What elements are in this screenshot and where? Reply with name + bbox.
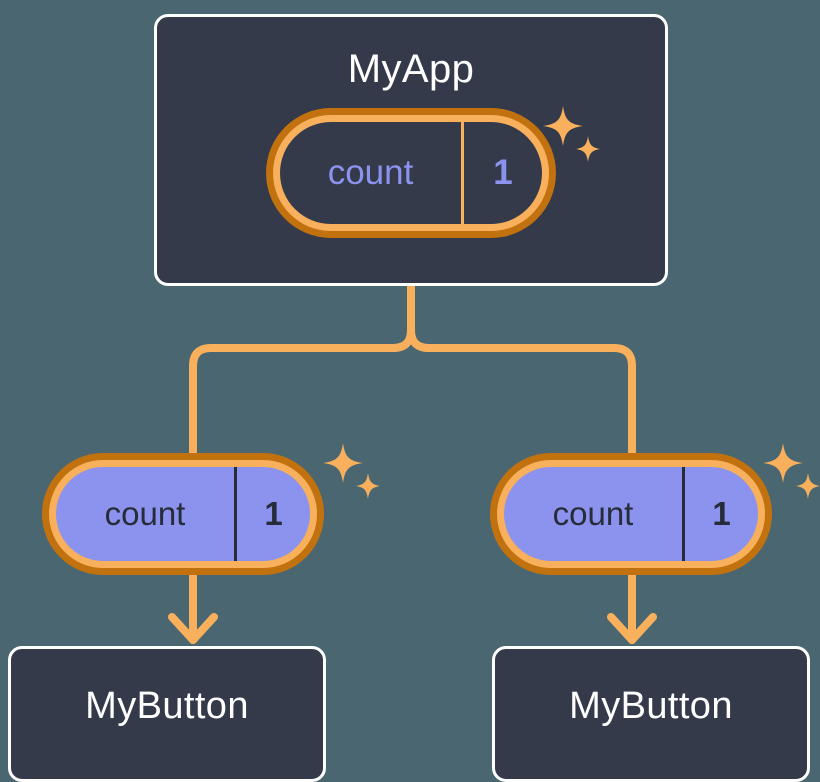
component-title-myapp: MyApp bbox=[347, 47, 475, 91]
arrow-head-left-icon bbox=[168, 613, 218, 644]
sparkle-four-point-small-icon bbox=[356, 473, 380, 499]
state-pill-mybutton-left[interactable]: count 1 bbox=[42, 453, 324, 575]
state-key-label: count bbox=[552, 495, 634, 532]
state-pill-mybutton-right[interactable]: count 1 bbox=[490, 453, 772, 575]
sparkle-four-point-large-icon bbox=[763, 443, 803, 483]
component-title-mybutton-left: MyButton bbox=[85, 685, 249, 727]
component-card-mybutton-right[interactable]: MyButton bbox=[492, 646, 810, 782]
state-pill-body: count 1 bbox=[56, 467, 310, 561]
sparkle-group-mybutton-left bbox=[320, 441, 390, 516]
component-card-mybutton-left[interactable]: MyButton bbox=[8, 646, 326, 782]
state-value-label: 1 bbox=[682, 467, 758, 561]
component-title-mybutton-right: MyButton bbox=[569, 685, 733, 727]
connector-tree-path bbox=[407, 282, 636, 459]
state-pill-ring: count 1 bbox=[497, 460, 765, 568]
state-pill-ring: count 1 bbox=[49, 460, 317, 568]
state-key-label: count bbox=[327, 153, 414, 192]
state-pill-myapp[interactable]: count 1 bbox=[266, 108, 556, 238]
state-pill-body: count 1 bbox=[504, 467, 758, 561]
state-value-label: 1 bbox=[234, 467, 310, 561]
state-value-label: 1 bbox=[461, 122, 542, 224]
sparkle-four-point-small-icon bbox=[796, 473, 820, 499]
connector-tree-path-left bbox=[189, 326, 415, 459]
sparkle-four-point-large-icon bbox=[323, 443, 363, 483]
state-pill-body: count 1 bbox=[280, 122, 542, 224]
state-key-label: count bbox=[104, 495, 186, 532]
arrow-head-right-icon bbox=[607, 613, 657, 644]
state-pill-ring: count 1 bbox=[273, 115, 549, 231]
